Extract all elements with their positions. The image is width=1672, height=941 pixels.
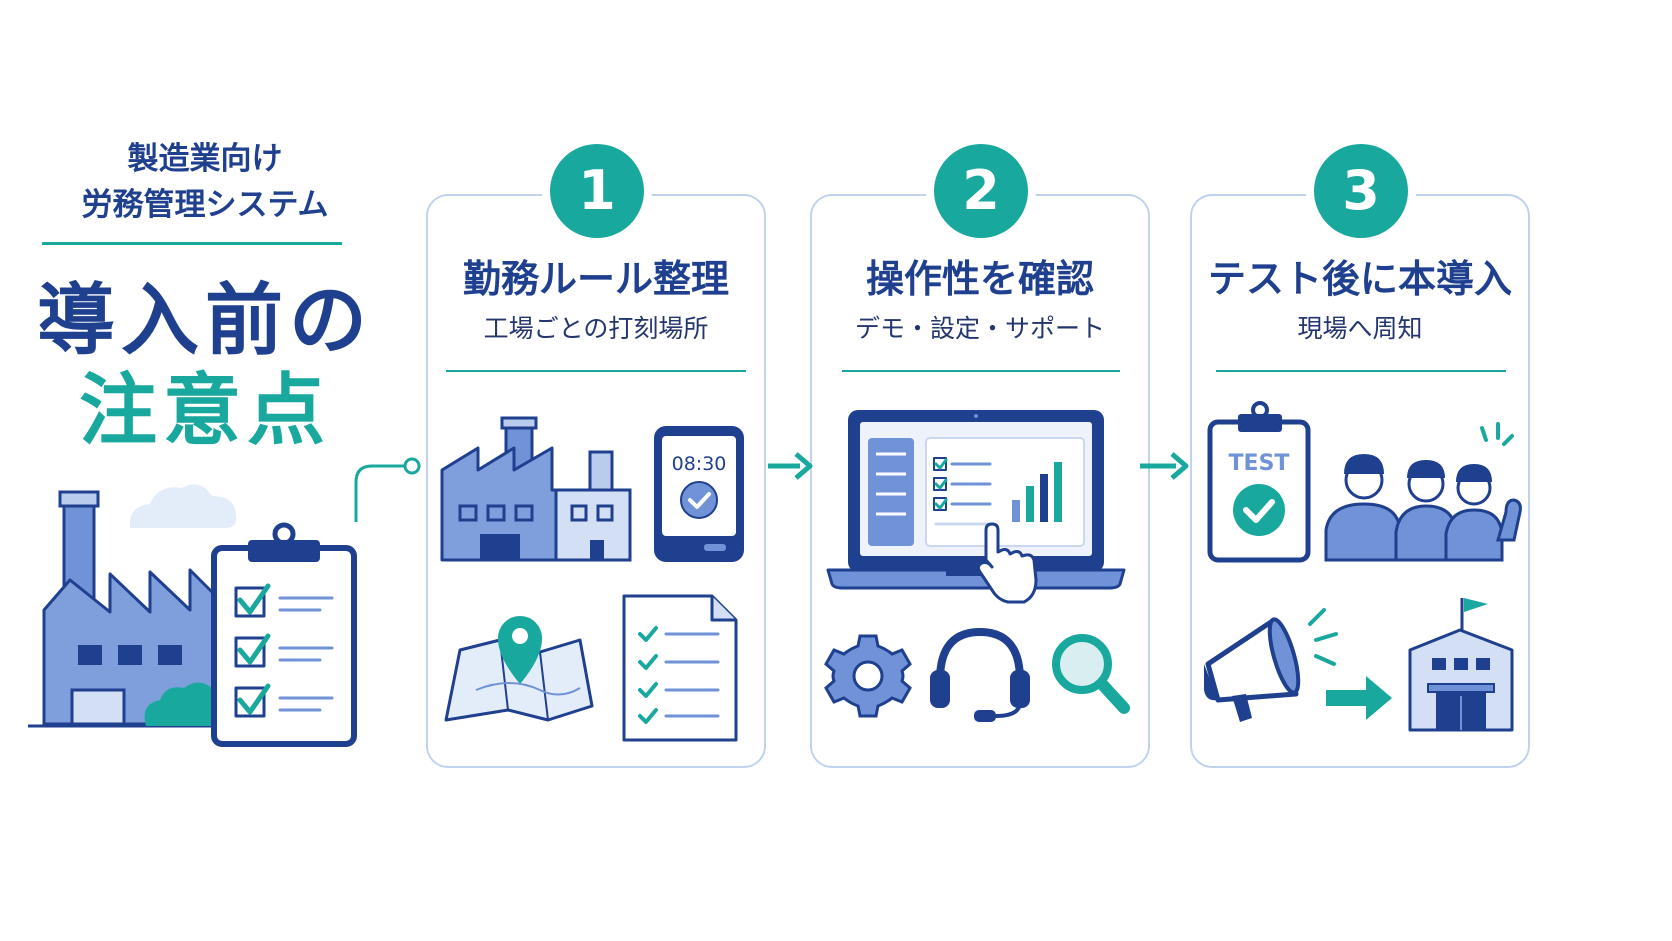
map-pin-icon xyxy=(444,616,594,722)
step-subtitle-3: 現場へ周知 xyxy=(1297,314,1423,343)
headset-icon xyxy=(930,627,1030,722)
workers-icon xyxy=(1324,422,1522,562)
laptop-dashboard-icon xyxy=(826,410,1126,590)
step-subtitle-1: 工場ごとの打刻場所 xyxy=(483,314,709,343)
magnifier-icon xyxy=(1052,634,1130,714)
step-title-2: 操作性を確認 xyxy=(865,257,1094,301)
clock-tablet-icon: 08:30 xyxy=(654,426,744,562)
title-line1: 導入前の xyxy=(36,276,373,366)
title-line2: 注意点 xyxy=(78,366,331,456)
step-divider-2 xyxy=(842,370,1120,372)
arrow-right-icon xyxy=(1326,676,1392,720)
subtitle-line2: 労務管理システム xyxy=(81,187,329,223)
step-number-1: 1 xyxy=(542,136,652,246)
factory-icon xyxy=(440,416,632,562)
connector-line xyxy=(354,457,421,522)
hand-cursor-icon xyxy=(976,522,1038,604)
checklist-document-icon xyxy=(622,594,738,742)
step-title-3: テスト後に本導入 xyxy=(1207,257,1512,301)
step-title-1: 勤務ルール整理 xyxy=(462,257,729,301)
subtitle-line1: 製造業向け xyxy=(127,141,283,177)
building-flag-icon xyxy=(1408,598,1514,732)
step-divider-3 xyxy=(1216,370,1506,372)
cloud-icon xyxy=(129,484,237,528)
clipboard-checklist-icon xyxy=(211,522,357,747)
step-number-2: 2 xyxy=(926,136,1036,246)
arrow-right-icon xyxy=(1140,452,1189,480)
gear-icon xyxy=(824,634,912,718)
test-clipboard-icon: TEST xyxy=(1207,401,1311,563)
clock-time: 08:30 xyxy=(672,453,727,475)
megaphone-icon xyxy=(1204,608,1338,722)
step-divider-1 xyxy=(446,370,746,372)
test-label: TEST xyxy=(1229,451,1290,476)
bush-icon xyxy=(144,682,214,726)
title-divider xyxy=(42,242,342,245)
step-number-3: 3 xyxy=(1306,136,1416,246)
factory-icon xyxy=(28,490,240,728)
step-subtitle-2: デモ・設定・サポート xyxy=(854,314,1105,343)
arrow-right-icon xyxy=(768,452,813,480)
